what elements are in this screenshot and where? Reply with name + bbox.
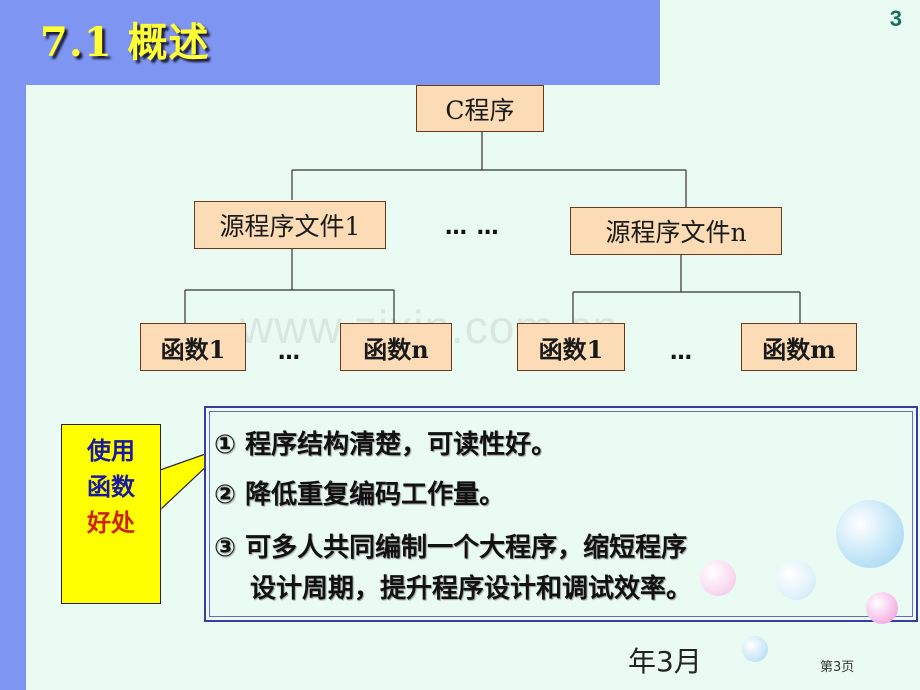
decor-bubble <box>776 560 816 600</box>
callout-line-3: 好处 <box>87 509 135 537</box>
header-band <box>0 0 660 85</box>
decor-bubble <box>836 500 904 568</box>
decor-bubble <box>742 636 768 662</box>
tree-function-node-right-1: 函数1 <box>517 323 625 371</box>
tree-file-node-1: 源程序文件1 <box>194 201 386 249</box>
functions-right-ellipsis: … <box>670 340 693 365</box>
functions-left-ellipsis: … <box>278 340 301 365</box>
files-ellipsis: … … <box>445 215 500 240</box>
footer-page: 第3页 <box>820 660 855 675</box>
benefit-3-continued: 设计周期，提升程序设计和调试效率。 <box>250 574 693 604</box>
callout-line-2: 函数 <box>87 473 135 501</box>
footer-date: 年3月 <box>628 645 702 678</box>
decor-bubble <box>700 560 736 596</box>
left-band <box>0 85 26 690</box>
page-title: 7.1 概述 <box>40 19 210 66</box>
callout-box: 使用 函数 好处 <box>61 424 161 604</box>
tree-function-node-left-n: 函数n <box>340 323 452 371</box>
tree-function-node-left-1: 函数1 <box>140 323 246 371</box>
tree-root-node: C程序 <box>416 85 544 132</box>
page-number: 3 <box>889 6 902 31</box>
benefit-3: ③ 可多人共同编制一个大程序，缩短程序 <box>214 533 688 563</box>
decor-bubble <box>866 592 898 624</box>
benefit-2: ② 降低重复编码工作量。 <box>214 480 506 510</box>
tree-function-node-right-m: 函数m <box>741 323 857 371</box>
callout-line-1: 使用 <box>87 437 135 465</box>
tree-file-node-n: 源程序文件n <box>570 207 782 255</box>
benefit-1: ① 程序结构清楚，可读性好。 <box>214 430 558 460</box>
